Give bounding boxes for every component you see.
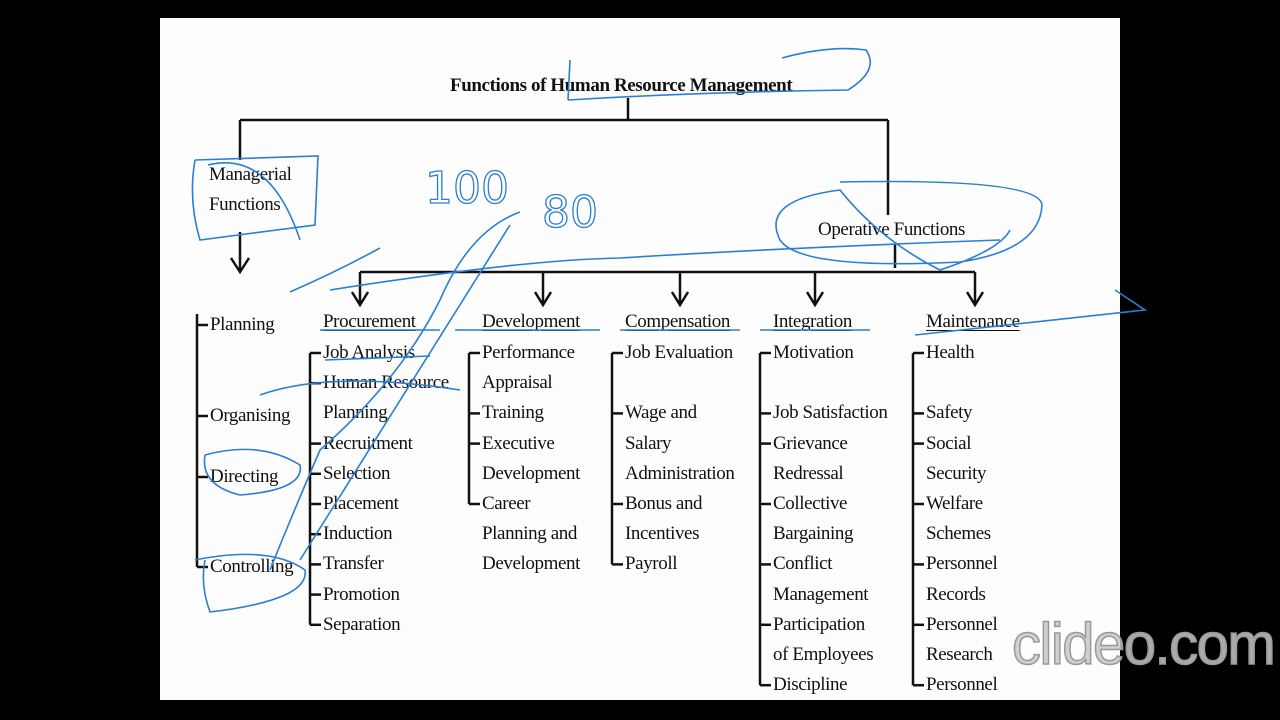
- column-item: Career: [482, 493, 531, 514]
- column-item: Payroll: [625, 553, 678, 575]
- managerial-item: Controlling: [210, 556, 294, 577]
- column-item: Social: [926, 432, 972, 454]
- column-item: Health: [926, 342, 975, 363]
- column-item: Job Satisfaction: [773, 402, 888, 424]
- column-item: Selection: [323, 462, 391, 484]
- column-item: Recruitment: [323, 432, 413, 454]
- column-item: Personnel: [926, 613, 998, 635]
- column-item: Placement: [323, 493, 399, 514]
- column-item: Performance: [482, 342, 575, 363]
- column-item: Appraisal: [482, 372, 553, 394]
- managerial-item: Planning: [210, 314, 275, 335]
- column-item: Conflict: [773, 553, 833, 575]
- column-item: Development: [482, 553, 580, 575]
- column-item: Welfare: [926, 493, 983, 514]
- column-item: Security: [926, 462, 987, 484]
- column-item: Job Analysis: [323, 342, 415, 363]
- column-item: Records: [926, 583, 986, 605]
- diagram-title: Functions of Human Resource Management: [450, 75, 793, 96]
- column-item: Transfer: [323, 553, 384, 575]
- column-item: Personnel: [926, 553, 998, 575]
- column-item: Bargaining: [773, 523, 854, 545]
- column-item: Executive: [482, 432, 555, 454]
- column-item: Salary: [625, 432, 672, 454]
- column-heading-development: Development: [482, 311, 580, 332]
- column-item: Grievance: [773, 432, 848, 454]
- column-item: Promotion: [323, 583, 400, 605]
- column-heading-procurement: Procurement: [323, 311, 416, 332]
- managerial-item: Organising: [210, 405, 291, 426]
- managerial-heading-line2: Functions: [209, 194, 281, 215]
- column-item: Research: [926, 644, 993, 665]
- column-item: Induction: [323, 523, 393, 545]
- column-item: Incentives: [625, 523, 700, 545]
- column-item: of Employees: [773, 644, 874, 665]
- column-heading-integration: Integration: [773, 311, 852, 332]
- column-heading-maintenance: Maintenance: [926, 311, 1020, 332]
- managerial-heading-line1: Managerial: [209, 164, 292, 185]
- column-item: Planning: [323, 402, 388, 424]
- column-item: Participation: [773, 613, 865, 635]
- column-item: Separation: [323, 613, 401, 635]
- column-item: Collective: [773, 493, 848, 514]
- column-item: Management: [773, 583, 869, 605]
- column-item: Discipline: [773, 674, 848, 696]
- column-item: Planning and: [482, 523, 577, 545]
- column-item: Human Resource: [323, 372, 449, 394]
- column-item: Safety: [926, 402, 973, 424]
- column-item: Bonus and: [625, 493, 703, 514]
- column-item: Administration: [625, 462, 735, 484]
- column-item: Schemes: [926, 523, 991, 545]
- column-item: Development: [482, 462, 580, 484]
- column-item: Motivation: [773, 342, 854, 363]
- column-item: Training: [482, 402, 544, 424]
- column-item: Redressal: [773, 462, 844, 484]
- operative-heading: Operative Functions: [818, 219, 966, 240]
- watermark: clideo.com: [1011, 611, 1276, 678]
- column-heading-compensation: Compensation: [625, 311, 730, 332]
- column-item: Wage and: [625, 402, 697, 424]
- managerial-item: Directing: [210, 466, 279, 487]
- column-item: Personnel: [926, 674, 998, 696]
- column-item: Job Evaluation: [625, 342, 733, 363]
